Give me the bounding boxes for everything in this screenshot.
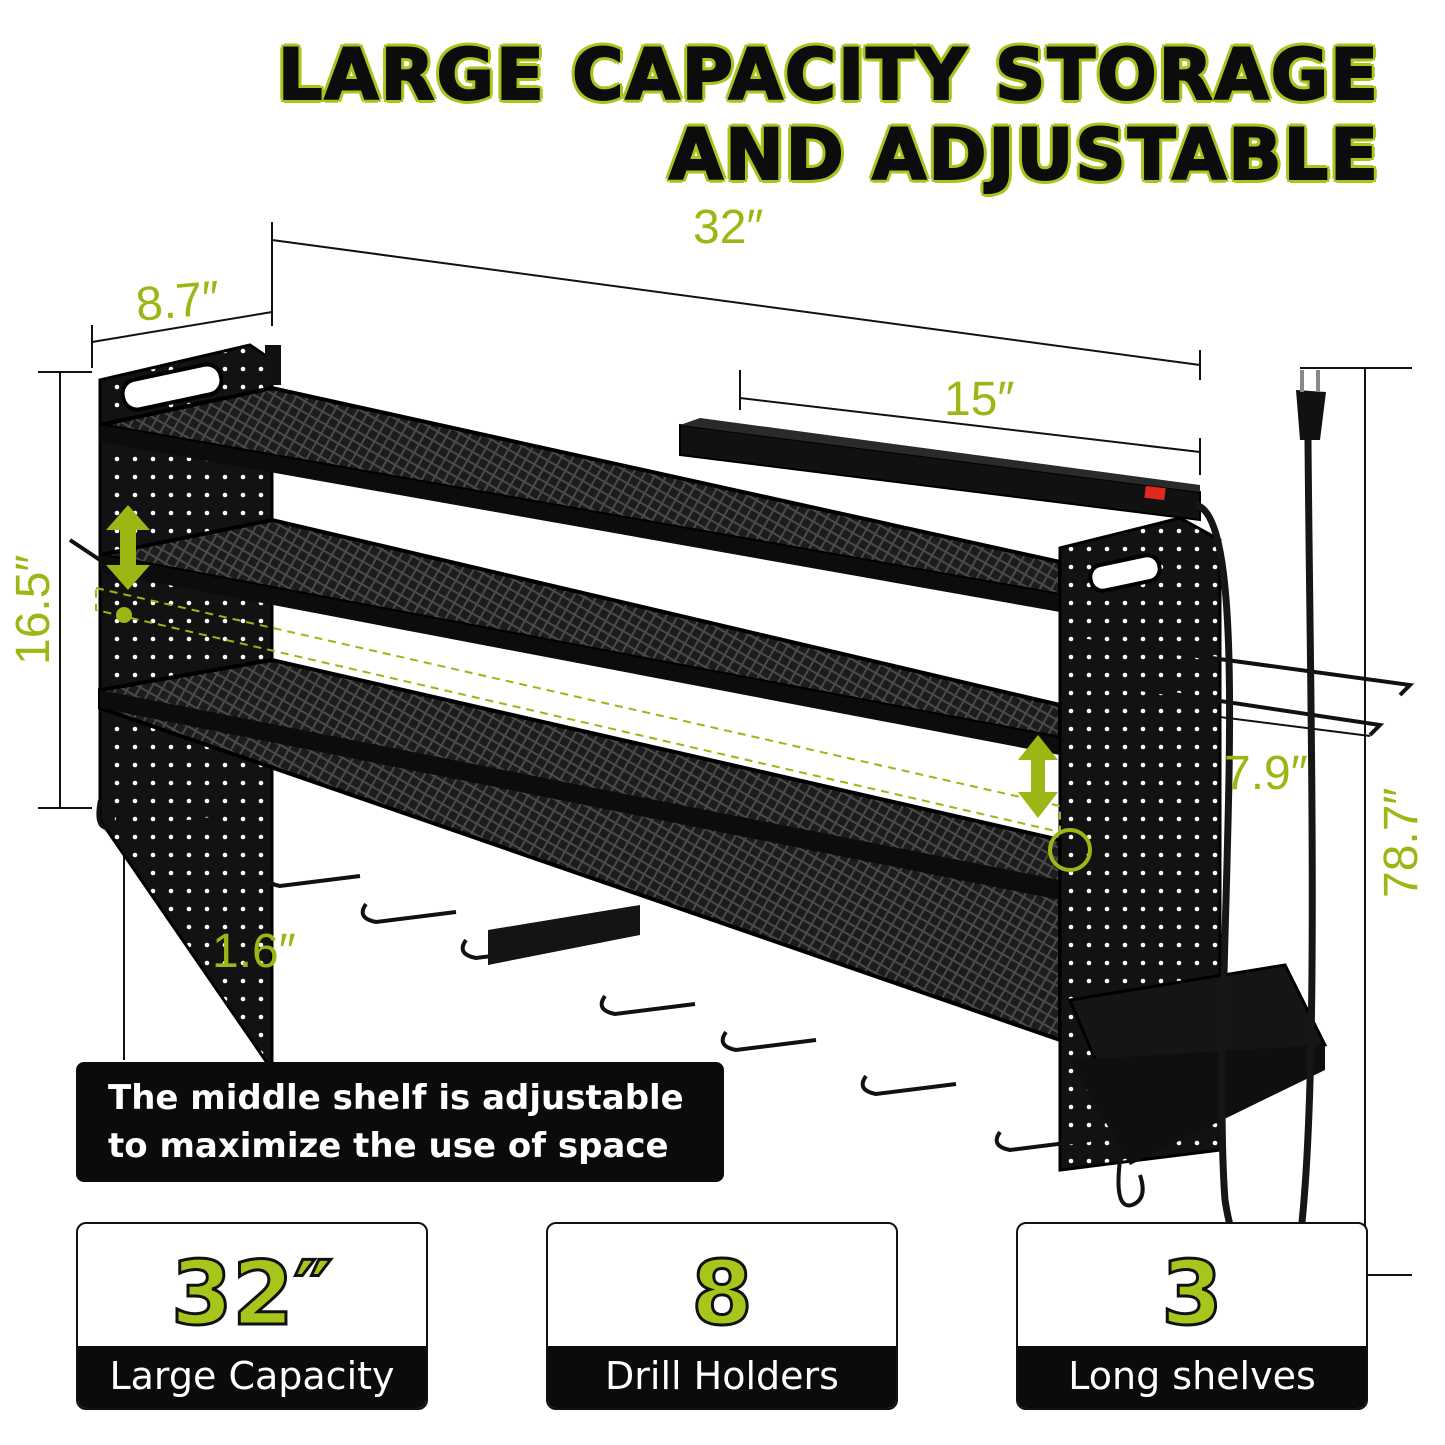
callout-line-2: to maximize the use of space bbox=[108, 1126, 669, 1166]
shelf-depth-dimension-label: 7.9″ bbox=[1224, 747, 1308, 800]
feature-label: Long shelves bbox=[1018, 1346, 1366, 1408]
adjustable-shelf-callout: The middle shelf is adjustable to maximi… bbox=[76, 1062, 724, 1182]
feature-value: 32″ bbox=[170, 1242, 335, 1345]
height-dimension-label: 16.5″ bbox=[7, 554, 60, 665]
feature-card-shelves: 3 Long shelves bbox=[1016, 1222, 1368, 1410]
feature-value: 8 bbox=[690, 1242, 754, 1345]
power-strip-dimension-label: 15″ bbox=[944, 373, 1015, 426]
feature-label: Large Capacity bbox=[78, 1346, 426, 1408]
width-dimension-label: 32″ bbox=[693, 201, 764, 254]
depth-dimension-label: 8.7″ bbox=[133, 271, 222, 332]
feature-card-drill-holders: 8 Drill Holders bbox=[546, 1222, 898, 1410]
callout-line-1: The middle shelf is adjustable bbox=[108, 1078, 684, 1118]
headline-line-2: AND ADJUSTABLE bbox=[668, 114, 1380, 196]
headline-line-1: LARGE CAPACITY STORAGE bbox=[277, 34, 1380, 116]
feature-card-capacity: 32″ Large Capacity bbox=[76, 1222, 428, 1410]
feature-value: 3 bbox=[1160, 1242, 1224, 1345]
feature-label: Drill Holders bbox=[548, 1346, 896, 1408]
cord-length-dimension-label: 78.7″ bbox=[1375, 787, 1428, 898]
slot-width-dimension-label: 1.6″ bbox=[212, 925, 296, 978]
